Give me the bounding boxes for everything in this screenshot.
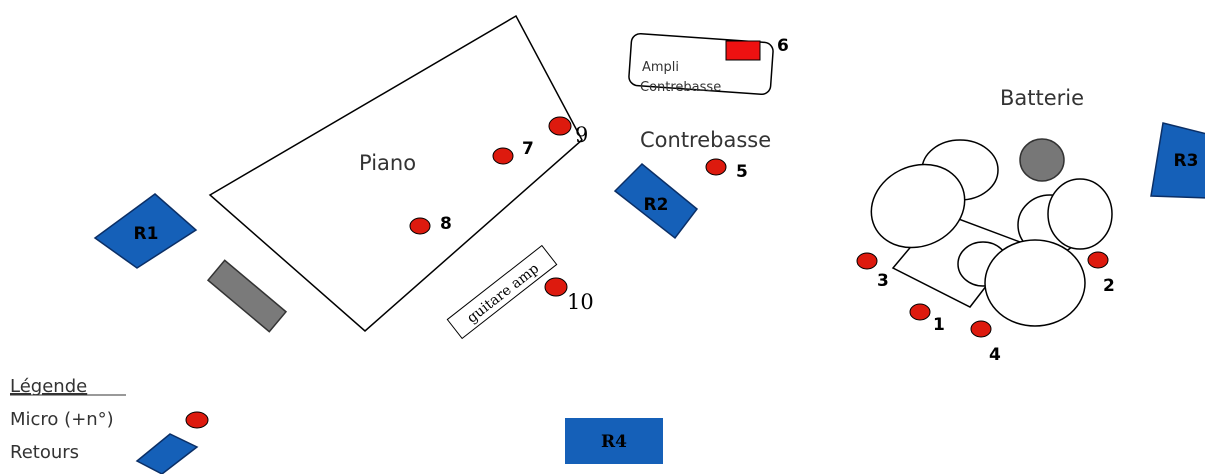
monitor-r4-label: R4: [601, 432, 627, 452]
legend-micro-icon: [185, 411, 209, 429]
contrebasse-label: Contrebasse: [640, 128, 771, 152]
mic-1-number: 1: [933, 315, 945, 335]
monitor-r3-label: R3: [1174, 151, 1199, 171]
mic-6-number: 6: [777, 36, 789, 56]
mic-8: 8: [409, 214, 452, 235]
legend-retours-icon: [135, 433, 199, 474]
mic-8-number: 8: [440, 214, 452, 234]
legend: Légende Micro (+n°) Retours: [10, 376, 209, 474]
mic-10-number: 10: [567, 290, 594, 314]
mic-9-number: 9: [575, 123, 588, 147]
monitor-r4: R4: [565, 418, 663, 464]
gray-block: [206, 259, 288, 333]
mic-3-number: 3: [877, 271, 889, 291]
mic-2: 2: [1087, 251, 1115, 296]
mic-5-number: 5: [736, 162, 748, 182]
drum-right-upper: [1047, 178, 1113, 250]
mic-3: 3: [856, 252, 889, 291]
drum-right-large: [984, 239, 1086, 327]
mic-9: 9: [548, 116, 588, 147]
legend-micro-label: Micro (+n°): [10, 409, 114, 430]
guitar-amp-label: guitare amp: [464, 261, 542, 327]
monitor-r2: R2: [613, 162, 699, 240]
monitor-r1-label: R1: [134, 224, 159, 244]
mic-7: 7: [492, 139, 534, 165]
monitor-r1: R1: [93, 193, 198, 269]
guitar-amp: guitare amp: [446, 244, 558, 340]
mic-4-number: 4: [989, 345, 1001, 365]
mic-4: 4: [970, 320, 1001, 365]
mic-10: 10: [544, 277, 594, 314]
mic-2-number: 2: [1103, 276, 1115, 296]
drum-kit: [870, 138, 1113, 327]
batterie-label: Batterie: [1000, 86, 1084, 110]
monitor-r2-label: R2: [644, 195, 669, 215]
ampli-contrebasse: Ampli Contrebasse: [628, 32, 774, 96]
legend-retours-label: Retours: [10, 442, 79, 463]
monitor-r3: R3: [1150, 122, 1205, 199]
ampli-line1: Ampli: [642, 60, 679, 75]
mic-1: 1: [909, 303, 945, 335]
drum-gray: [1019, 138, 1065, 182]
legend-title: Légende: [10, 376, 87, 397]
piano-label: Piano: [359, 151, 416, 175]
mic-5: 5: [705, 158, 748, 182]
drum-left-large: [870, 163, 966, 249]
ampli-red-box: [725, 40, 761, 61]
ampli-line2: Contrebasse: [640, 80, 721, 95]
mic-7-number: 7: [522, 139, 534, 159]
piano-outline: [208, 14, 583, 332]
